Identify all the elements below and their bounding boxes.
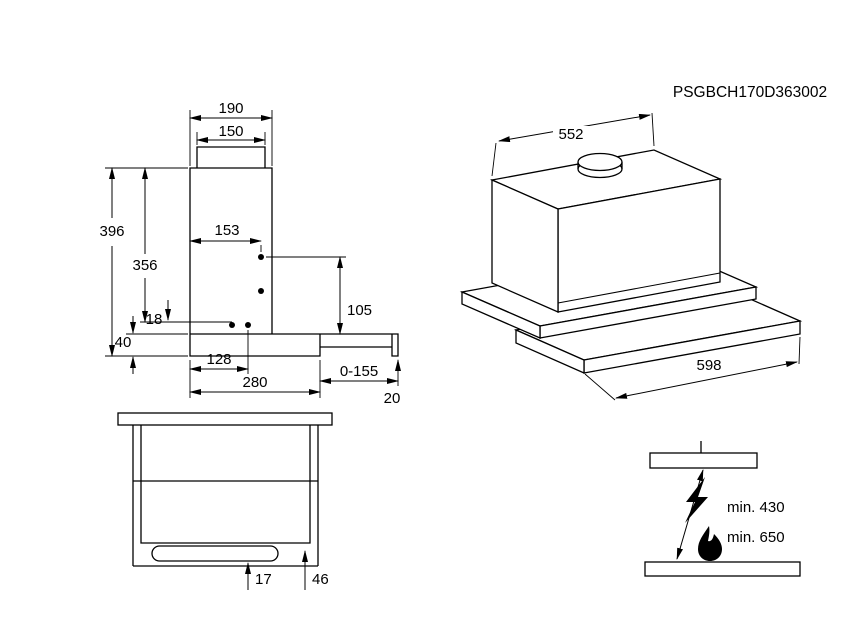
clearance-diagram: min. 430 min. 650 [644, 441, 801, 577]
hood-bottom-plate [649, 452, 758, 469]
dim-label-128: 128 [206, 351, 231, 368]
dim-label-598: 598 [696, 357, 721, 374]
mounting-hole [258, 254, 264, 260]
iso-view-drawing: 552 598 [459, 112, 803, 401]
mounting-hole [245, 322, 251, 328]
product-code-label: PSGBCH170D363002 [673, 84, 827, 101]
cooktop-plate [644, 561, 801, 577]
dim-label-396: 396 [99, 223, 124, 240]
dim-label-356: 356 [132, 257, 157, 274]
body-left-face [491, 179, 559, 313]
dim-label-153: 153 [214, 222, 239, 239]
dim-label-40: 40 [115, 334, 132, 351]
hood-body [189, 333, 321, 357]
dim-label-46: 46 [312, 571, 329, 588]
mounting-hole [229, 322, 235, 328]
gas-clearance-label: min. 650 [727, 529, 785, 546]
handle-recess [151, 545, 279, 562]
front-view-drawing: 17 46 [117, 412, 333, 590]
flame-icon [698, 526, 722, 561]
visor-left-face [515, 329, 585, 374]
visor-panel [140, 481, 311, 544]
dim-label-190: 190 [218, 100, 243, 117]
dim-label-17: 17 [255, 571, 272, 588]
chimney-duct [189, 167, 273, 334]
side-view-drawing: 190 150 396 356 18 40 153 105 [99, 100, 401, 407]
frame-left-face [461, 291, 541, 339]
mounting-rail [117, 412, 333, 426]
lightning-icon [685, 477, 708, 523]
mounting-hole [258, 288, 264, 294]
dim-label-105: 105 [347, 302, 372, 319]
chimney-collar [196, 146, 266, 168]
dim-label-18: 18 [146, 311, 163, 328]
dim-label-0-155: 0-155 [340, 363, 378, 380]
telescopic-drawer [320, 333, 399, 357]
dim-label-150: 150 [218, 123, 243, 140]
electric-clearance-label: min. 430 [727, 499, 785, 516]
dim-label-552: 552 [558, 126, 583, 143]
dim-label-20: 20 [384, 390, 401, 407]
dim-label-280: 280 [242, 374, 267, 391]
duct-outlet-icon [577, 152, 623, 179]
